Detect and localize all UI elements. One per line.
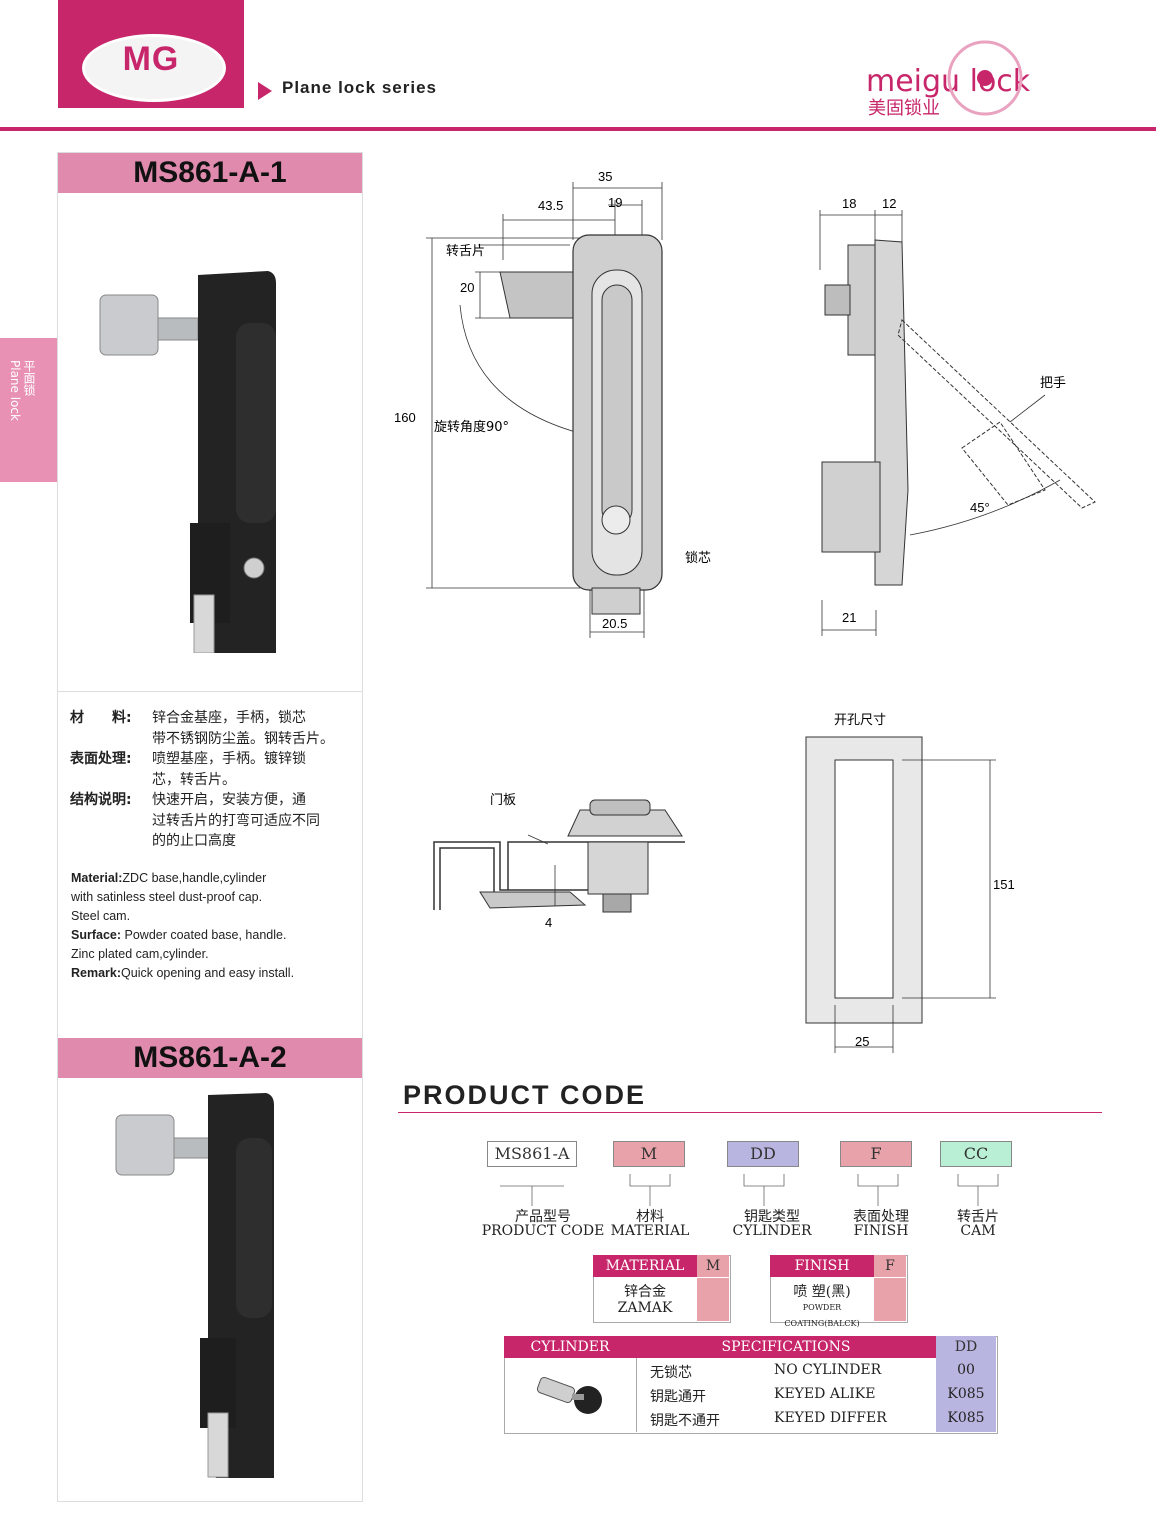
material-code-cell (697, 1278, 729, 1321)
dd-table-head: DD (936, 1336, 996, 1358)
code-box-material: M (613, 1141, 685, 1167)
cyl-row1-en: NO CYLINDER (774, 1362, 882, 1378)
dim-151: 151 (993, 877, 1015, 892)
series-title: Plane lock series (282, 78, 437, 97)
dim-43-5: 43.5 (538, 198, 563, 213)
dd-code-column (936, 1358, 996, 1432)
finish-cell: 喷 塑(黑)POWDER COATING(BALCK) (784, 1284, 860, 1328)
dim-20-5: 20.5 (602, 616, 627, 631)
cyl-row3-en: KEYED DIFFER (774, 1410, 887, 1426)
label-rotate-angle: 旋转角度90° (434, 419, 509, 435)
code-connector-lines (500, 1174, 999, 1206)
cyl-row3-cn: 钥匙不通开 (650, 1413, 720, 1429)
finish-table-head: FINISH (770, 1255, 874, 1277)
dim-25: 25 (855, 1034, 869, 1049)
logo-oval (82, 34, 226, 102)
finish-table-code-head: F (874, 1255, 906, 1277)
product1-code: MS861-A-1 (58, 153, 362, 193)
dim-160: 160 (394, 410, 416, 425)
section-view-drawing: 门板 4 (433, 793, 685, 930)
side-category-tab[interactable] (0, 338, 57, 482)
spec-cn-surface: 表面处理: 喷塑基座，手柄。镀锌锁芯，转舌片。 (70, 751, 306, 788)
label-handle: 把手 (1040, 376, 1066, 391)
cutout-drawing: 开孔尺寸 151 25 (805, 713, 1015, 1053)
cyl-row1-cn: 无锁芯 (650, 1365, 692, 1381)
brand-name-cn: 美固锁业 (868, 98, 940, 119)
spec-cn-material: 材 料: 锌合金基座，手柄，锁芯带不锈钢防尘盖。钢转舌片。 (70, 710, 334, 747)
specs-table-head: SPECIFICATIONS (636, 1336, 936, 1358)
dim-19: 19 (608, 195, 622, 210)
front-view-drawing: 35 43.5 19 20 160 20.5 转舌片 旋转角度90° 锁芯 (394, 169, 711, 638)
side-tab-en: Plane lock (8, 360, 22, 421)
product2-photo (115, 1093, 274, 1478)
cyl-row2-cn: 钥匙通开 (650, 1389, 706, 1405)
code-box-finish: F (840, 1141, 912, 1167)
dim-4: 4 (545, 915, 552, 930)
specs-en: Material:ZDC base,handle,cylinder with s… (71, 871, 295, 980)
cyl-row1-code: 00 (957, 1362, 975, 1378)
dim-21: 21 (842, 610, 856, 625)
product-code-title: PRODUCT CODE (403, 1080, 647, 1110)
product2-code: MS861-A-2 (58, 1038, 362, 1078)
side-tab-label: 平面锁 Plane lock (8, 360, 36, 421)
dim-35: 35 (598, 169, 612, 184)
logo-text: MG (122, 40, 180, 78)
material-table-head: MATERIAL (593, 1255, 697, 1277)
series-arrow-icon (258, 82, 272, 100)
code-box-cylinder: DD (727, 1141, 799, 1167)
dim-12: 12 (882, 196, 896, 211)
label-cutout-size: 开孔尺寸 (834, 713, 886, 728)
dim-20: 20 (460, 280, 474, 295)
side-tab-cn: 平面锁 (22, 360, 36, 396)
header-rule (0, 127, 1156, 131)
code-box-cam: CC (940, 1141, 1012, 1167)
product1-photo (99, 271, 276, 653)
cyl-row2-en: KEYED ALIKE (774, 1386, 876, 1402)
left-product-panel: MS861-A-1 材 料: 锌合金基座，手柄，锁芯带不锈钢防尘盖。钢转舌片。 … (57, 152, 363, 1502)
specs-cn: 材 料: 锌合金基座，手柄，锁芯带不锈钢防尘盖。钢转舌片。 表面处理: 喷塑基座… (70, 708, 360, 852)
finish-code-cell (874, 1278, 906, 1321)
cyl-row2-code: K085 (947, 1386, 985, 1402)
code-box-product: MS861-A (487, 1141, 577, 1167)
cylinder-table-head: CYLINDER (504, 1336, 636, 1358)
cyl-row3-code: K085 (947, 1410, 985, 1426)
dim-45-deg: 45° (970, 500, 990, 515)
side-view-drawing: 18 12 21 45° 把手 (819, 196, 1096, 636)
label-cylinder: 锁芯 (685, 550, 711, 566)
label-cam: 转舌片 (446, 244, 485, 259)
spec-cn-structure: 结构说明: 快速开启，安装方便，通过转舌片的打弯可适应不同的的止口高度 (70, 792, 320, 849)
dim-18: 18 (842, 196, 856, 211)
key-cylinder-icon (536, 1376, 602, 1414)
material-table-code-head: M (697, 1255, 729, 1277)
product-code-rule (398, 1112, 1102, 1113)
brand-lock-ring-icon (947, 40, 1023, 116)
label-door-panel: 门板 (490, 793, 516, 808)
